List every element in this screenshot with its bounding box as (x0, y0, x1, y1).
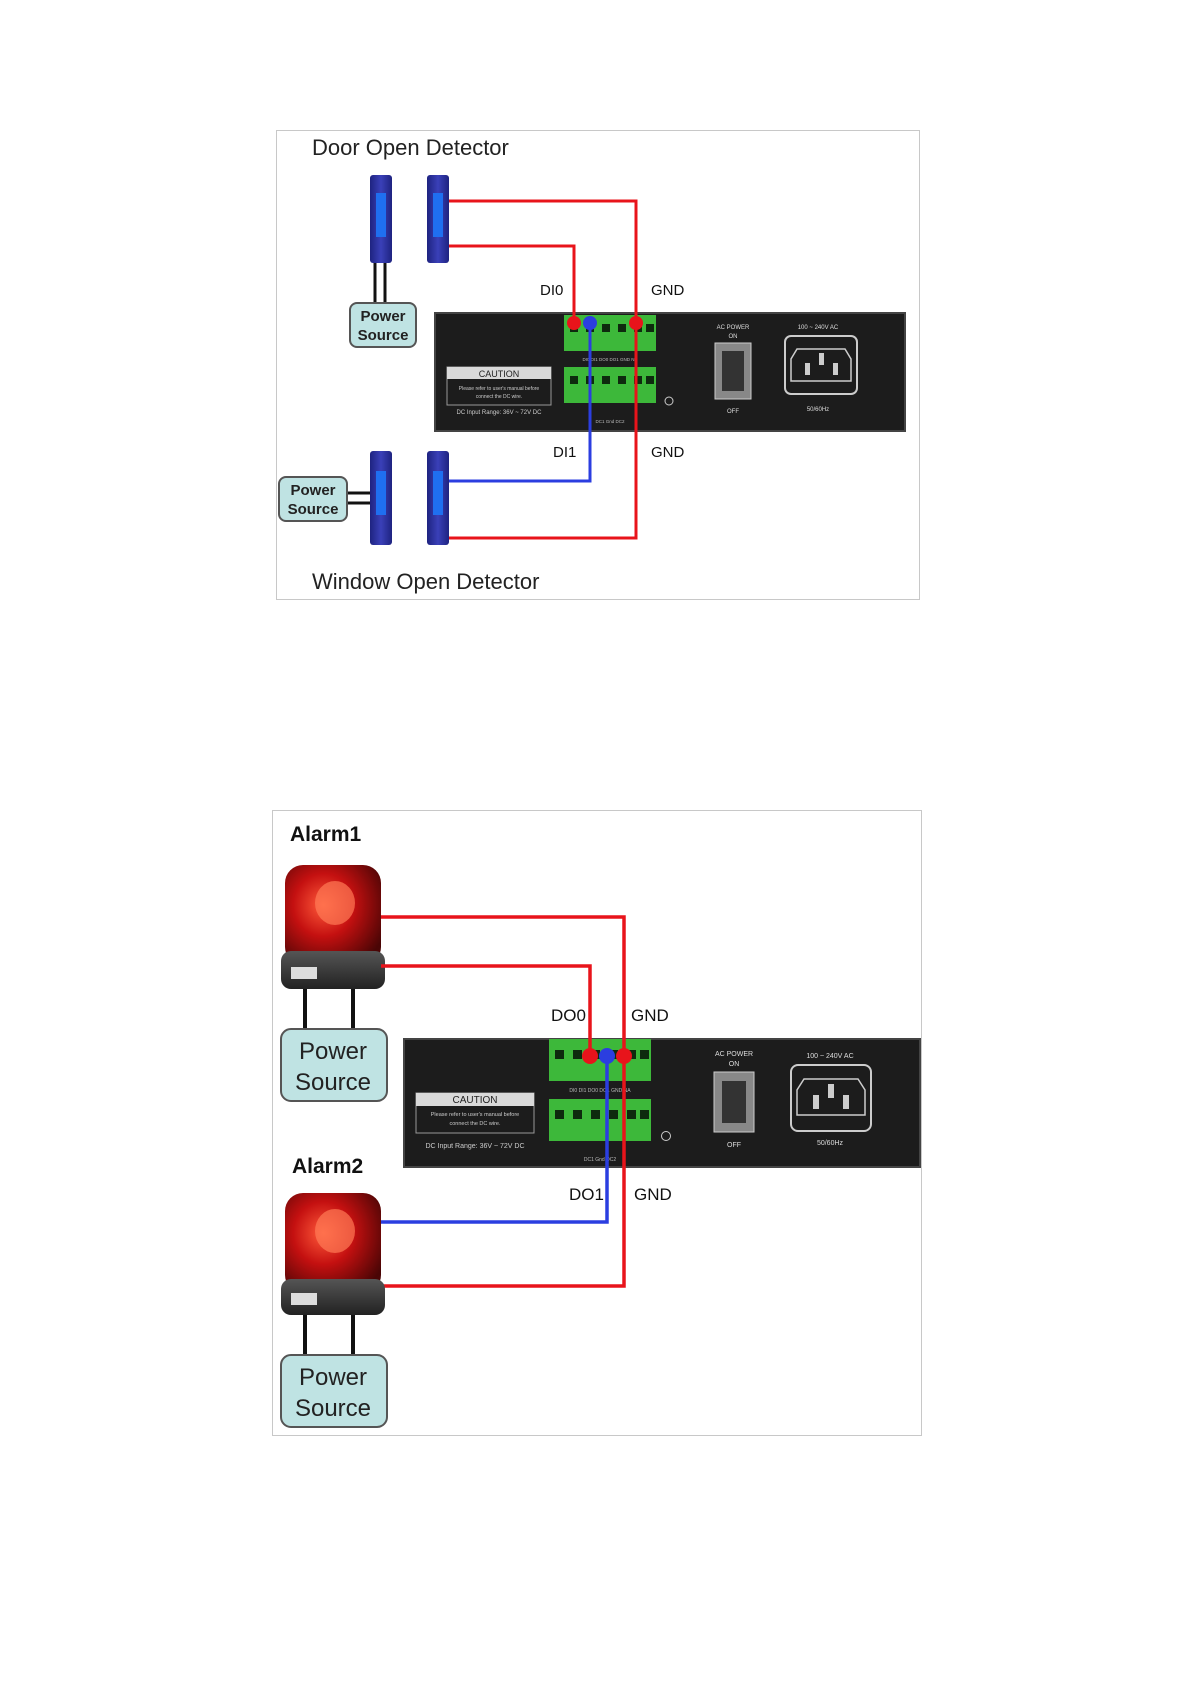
door-detector-title: Door Open Detector (312, 135, 509, 160)
alarm1-beacon-icon (281, 865, 385, 989)
ac-power-label: AC POWER (717, 325, 750, 331)
terminal-top-labels: DI0 DI1 DO0 DO1 GND NA (582, 357, 637, 362)
window-power-source: Power Source (278, 476, 348, 522)
door-sensor-switch (427, 175, 449, 263)
alarm-wiring-svg: Alarm1 Power Source CAUTION Please refer… (280, 823, 921, 1428)
door-di0-wire (449, 244, 576, 322)
terminal-block-bottom (564, 367, 656, 403)
detector-wiring-svg: Door Open Detector Power Source CAUTION … (278, 135, 906, 594)
terminal-block-bottom (549, 1099, 651, 1141)
caution-note-2: connect the DC wire. (476, 394, 522, 400)
alarm1-do0-wire (381, 964, 592, 1055)
alarm1-power-line1: Power (299, 1038, 367, 1065)
caution-note-1: Please refer to user's manual before (431, 1112, 520, 1118)
led-indicator (664, 396, 674, 406)
alarm2-do1-wire (381, 1055, 609, 1224)
di0-label: DI0 (540, 282, 563, 299)
gnd-top-label: GND (651, 282, 685, 299)
led-indicator (661, 1131, 671, 1141)
window-power-line1: Power (290, 482, 335, 499)
alarm1-gnd-wire (381, 915, 626, 1055)
caution-label: CAUTION (453, 1095, 498, 1106)
window-gnd-wire (449, 322, 638, 540)
window-sensor-magnet (370, 451, 392, 545)
terminal-block-top (549, 1039, 651, 1081)
di1-label: DI1 (553, 444, 576, 461)
door-power-source: Power Source (349, 302, 417, 348)
ac-power-label: AC POWER (715, 1051, 753, 1058)
switch-off-label: OFF (727, 1142, 741, 1149)
do1-terminal-dot (599, 1048, 615, 1064)
terminal-bottom-labels: DC1 Gnd DC2 (595, 419, 625, 424)
window-sensor-switch (427, 451, 449, 545)
alarm2-power-line1: Power (299, 1364, 367, 1391)
switch-on-label: ON (729, 1061, 740, 1068)
door-window-detector-diagram: Door Open Detector Power Source CAUTION … (276, 130, 920, 600)
alarm1-power-line2: Source (295, 1069, 371, 1096)
alarm2-power-source: Power Source (280, 1354, 388, 1428)
frequency-label: 50/60Hz (817, 1140, 844, 1147)
terminal-top-labels: DI0 DI1 DO0 DO1 GND NA (569, 1088, 631, 1094)
alarm2-gnd-wire (381, 1055, 626, 1288)
frequency-label: 50/60Hz (807, 407, 829, 413)
device-rear-panel: CAUTION Please refer to user's manual be… (403, 1038, 921, 1168)
voltage-label: 100 ~ 240V AC (806, 1053, 853, 1060)
window-detector-title: Window Open Detector (312, 569, 539, 594)
gnd-bottom-label: GND (651, 444, 685, 461)
gnd-top-label: GND (631, 1006, 669, 1025)
caution-note-1: Please refer to user's manual before (459, 386, 540, 392)
alarm2-label: Alarm2 (292, 1155, 363, 1178)
dc-input-range: DC Input Range: 36V ~ 72V DC (457, 410, 543, 416)
do1-label: DO1 (569, 1185, 604, 1204)
alarm1-power-source: Power Source (280, 1028, 388, 1102)
di1-terminal-dot (583, 316, 597, 330)
caution-label: CAUTION (479, 369, 520, 379)
ac-socket (790, 1064, 872, 1132)
alarm1-label: Alarm1 (290, 823, 362, 846)
device-rear-panel: CAUTION Please refer to user's manual be… (434, 312, 906, 432)
alarm2-beacon-icon (281, 1193, 385, 1315)
gnd-terminal-dot (616, 1048, 632, 1064)
door-sensor-magnet (370, 175, 392, 263)
gnd-bottom-label: GND (634, 1185, 672, 1204)
door-power-line2: Source (358, 327, 409, 344)
switch-off-label: OFF (727, 409, 739, 415)
do0-label: DO0 (551, 1006, 586, 1025)
dc-input-range: DC Input Range: 36V ~ 72V DC (425, 1143, 524, 1150)
di0-terminal-dot (567, 316, 581, 330)
caution-note-2: connect the DC wire. (449, 1121, 501, 1127)
window-power-line2: Source (288, 501, 339, 518)
alarm2-power-line2: Source (295, 1395, 371, 1422)
terminal-bottom-labels: DC1 Gnd DC2 (584, 1157, 616, 1163)
ac-socket (784, 335, 858, 395)
switch-on-label: ON (729, 334, 738, 340)
window-di1-wire (449, 322, 592, 483)
alarm-wiring-diagram: Alarm1 Power Source CAUTION Please refer… (272, 810, 922, 1436)
voltage-label: 100 ~ 240V AC (798, 325, 839, 331)
door-gnd-wire (449, 199, 638, 322)
door-power-line1: Power (360, 308, 405, 325)
gnd-terminal-dot (629, 316, 643, 330)
do0-terminal-dot (582, 1048, 598, 1064)
